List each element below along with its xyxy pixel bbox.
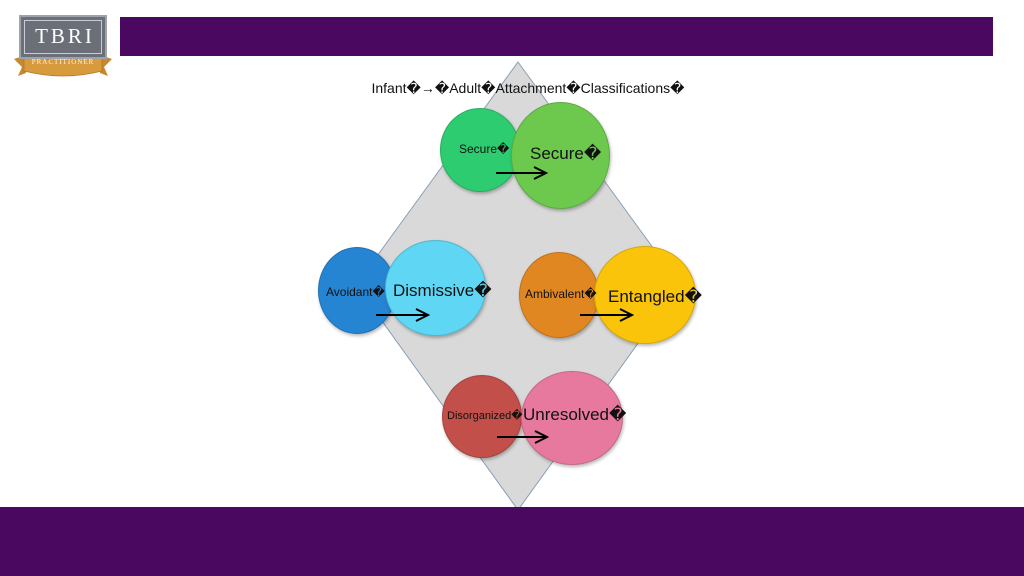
ambivalent-label: Ambivalent� — [525, 287, 597, 301]
bottom-banner — [0, 507, 1024, 576]
disorganized-label: Disorganized� — [447, 410, 523, 422]
logo-ribbon-text: PRACTITIONER — [31, 58, 95, 66]
dismissive-circle — [385, 240, 486, 336]
logo-text: TBRI — [35, 24, 95, 48]
secure-infant-circle — [440, 108, 520, 192]
unresolved-label: Unresolved� — [523, 405, 627, 424]
avoidant-circle — [318, 247, 396, 334]
secure-infant-label: Secure� — [459, 142, 510, 156]
arrow-dismissive-icon — [376, 308, 431, 322]
logo-ribbon-icon — [14, 54, 112, 77]
unresolved-circle — [521, 371, 623, 465]
avoidant-label: Avoidant� — [326, 285, 385, 299]
disorganized-circle — [442, 375, 522, 458]
diagram-title: Infant�→�Adult�Attachment�Classification… — [371, 80, 685, 96]
ambivalent-circle — [519, 252, 599, 338]
top-banner — [120, 17, 993, 56]
tbri-practitioner-logo: TBRI PRACTITIONER — [12, 13, 114, 85]
entangled-circle — [594, 246, 696, 344]
secure-adult-label: Secure� — [530, 144, 602, 163]
logo-badge: TBRI — [19, 15, 107, 59]
arrow-unresolved-icon — [497, 430, 550, 444]
secure-adult-circle — [511, 102, 610, 209]
entangled-label: Entangled� — [608, 287, 702, 306]
arrow-secure-icon — [496, 166, 549, 180]
arrow-entangled-icon — [580, 308, 635, 322]
dismissive-label: Dismissive� — [393, 281, 492, 300]
